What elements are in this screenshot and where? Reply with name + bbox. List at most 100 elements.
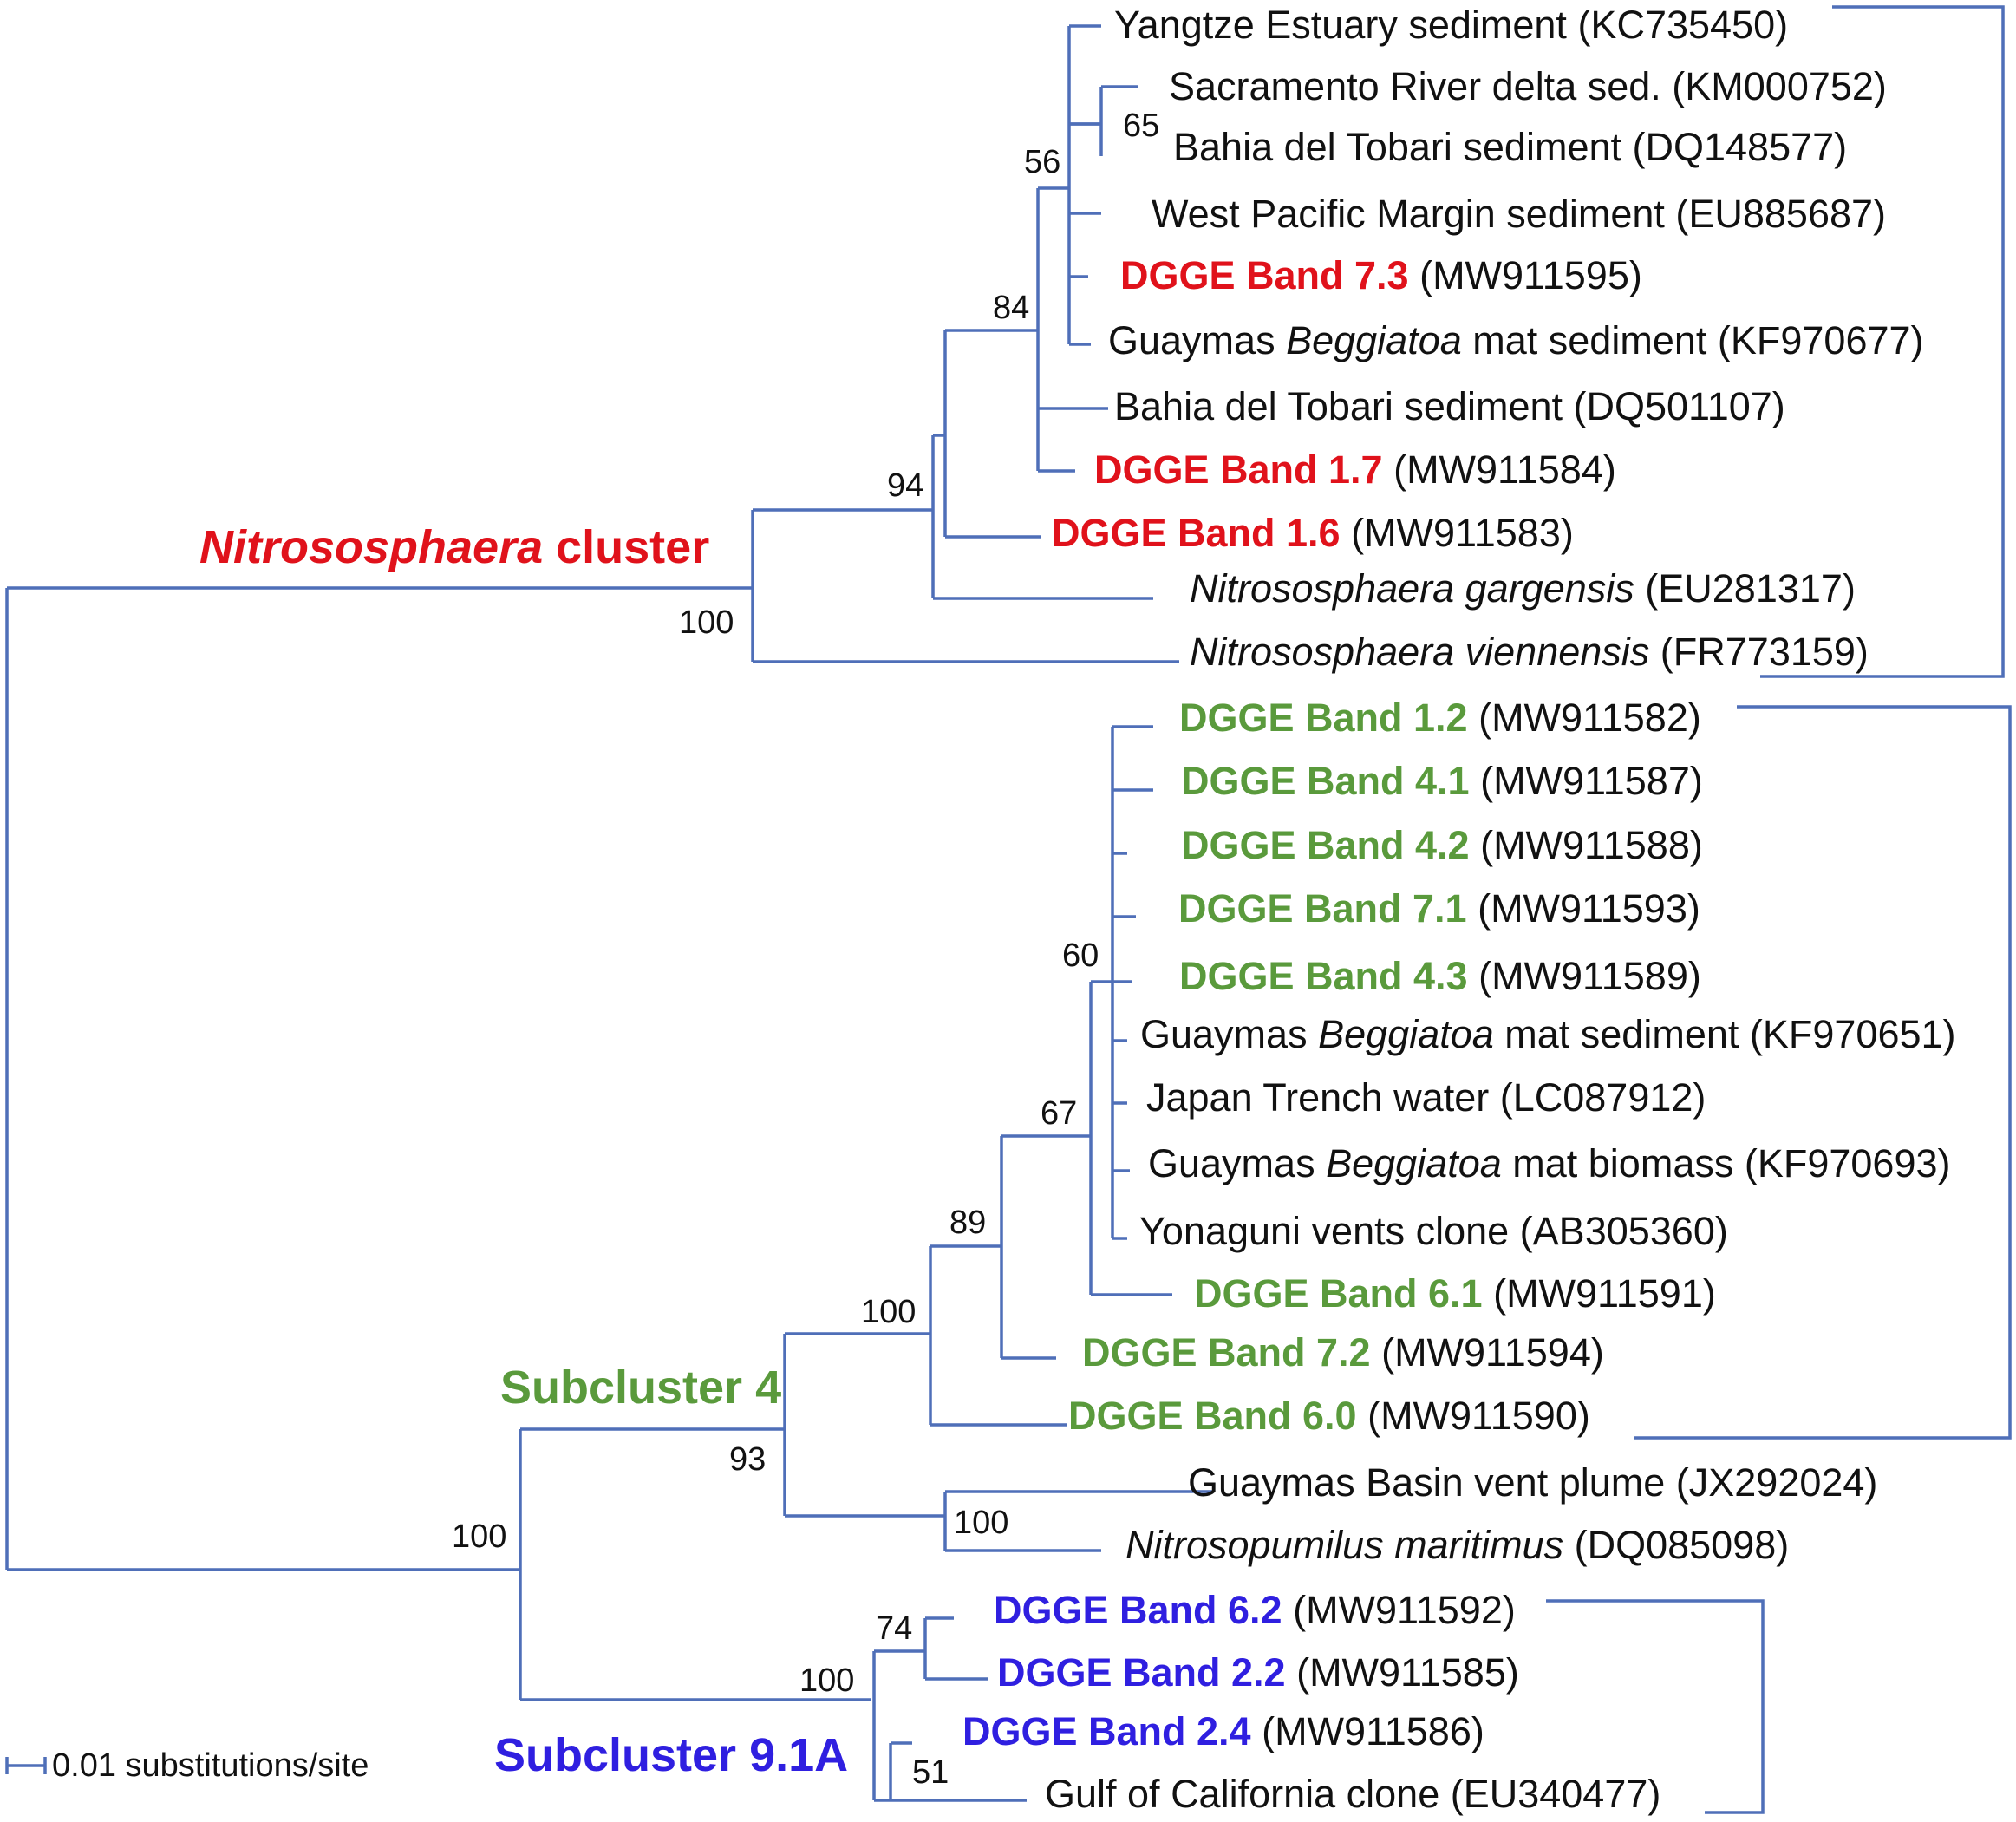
taxon-text: (MW911587) — [1470, 759, 1703, 803]
cluster-label-subcluster91a: Subcluster 9.1A — [494, 1729, 848, 1781]
taxon-text: Sacramento River delta sed. (KM000752) — [1169, 64, 1887, 108]
taxon-label: DGGE Band 7.1 (MW911593) — [1178, 886, 1700, 931]
branch-sub4-polytomy — [1111, 725, 1153, 1240]
tree-branches — [5, 24, 1212, 1802]
taxon-text: (MW911586) — [1251, 1709, 1484, 1753]
taxon-text: (FR773159) — [1649, 630, 1869, 674]
taxon-text: Yangtze Estuary sediment (KC735450) — [1114, 3, 1788, 47]
bootstrap-value: 100 — [679, 604, 734, 641]
taxon-label: DGGE Band 4.2 (MW911588) — [1181, 823, 1703, 867]
bootstrap-value: 51 — [912, 1754, 949, 1791]
branch-sub4-100 — [519, 1427, 871, 1701]
taxon-text: Beggiatoa — [1326, 1141, 1502, 1185]
bootstrap-values: 65 56 84 94 100 60 67 89 100 93 100 100 … — [452, 108, 1159, 1791]
cluster-label-subcluster4: Subcluster 4 — [500, 1362, 781, 1414]
taxon-label: Yonaguni vents clone (AB305360) — [1139, 1209, 1728, 1253]
taxon-label: Guaymas Basin vent plume (JX292024) — [1188, 1460, 1877, 1505]
taxon-text: (MW911595) — [1409, 253, 1642, 297]
taxon-text: Gulf of California clone (EU340477) — [1045, 1772, 1660, 1816]
bootstrap-value: 74 — [876, 1610, 912, 1647]
taxon-text: (MW911594) — [1371, 1330, 1604, 1375]
taxon-label: Bahia del Tobari sediment (DQ148577) — [1173, 125, 1847, 169]
taxon-text: Beggiatoa — [1286, 318, 1462, 362]
taxon-text: Bahia del Tobari sediment (DQ148577) — [1173, 125, 1847, 169]
taxon-text: mat sediment (KF970677) — [1462, 318, 1924, 362]
branch-s91a-51 — [889, 1741, 1027, 1802]
bootstrap-value: 67 — [1041, 1095, 1077, 1132]
band-name: DGGE Band 1.6 — [1052, 511, 1341, 555]
branch-sub4-93 — [783, 1332, 945, 1518]
taxon-text: (MW911593) — [1467, 886, 1700, 931]
branch-nitro-84 — [943, 329, 1108, 473]
taxon-text: Nitrososphaera viennensis — [1190, 630, 1649, 674]
band-name: DGGE Band 7.1 — [1178, 886, 1467, 931]
band-name: DGGE Band 7.3 — [1120, 253, 1409, 297]
taxon-text: Bahia del Tobari sediment (DQ501107) — [1114, 384, 1785, 428]
taxon-text: (MW911589) — [1468, 954, 1701, 998]
band-name: DGGE Band 4.1 — [1181, 759, 1470, 803]
taxon-text: Japan Trench water (LC087912) — [1146, 1075, 1706, 1120]
cluster-label-nitrososphaera: Nitrososphaera cluster — [199, 521, 709, 573]
band-name: DGGE Band 4.2 — [1181, 823, 1470, 867]
taxon-label: DGGE Band 4.3 (MW911589) — [1179, 954, 1701, 998]
bootstrap-value: 94 — [887, 467, 923, 504]
taxon-label: Guaymas Beggiatoa mat sediment (KF970677… — [1108, 318, 1924, 362]
scale-bar: 0.01 substitutions/site — [5, 1747, 369, 1784]
taxon-text: (MW911582) — [1468, 695, 1701, 740]
taxon-text: (MW911583) — [1341, 511, 1574, 555]
taxon-text: (DQ085098) — [1563, 1523, 1789, 1567]
taxon-text: (MW911590) — [1357, 1394, 1590, 1438]
bootstrap-value: 89 — [949, 1205, 986, 1241]
band-name: DGGE Band 1.2 — [1179, 695, 1468, 740]
taxon-text: West Pacific Margin sediment (EU885687) — [1152, 192, 1886, 236]
taxon-label: Nitrososphaera viennensis (FR773159) — [1190, 630, 1869, 674]
taxon-label: Japan Trench water (LC087912) — [1146, 1075, 1706, 1120]
taxon-text: (MW911585) — [1286, 1650, 1519, 1695]
taxon-label: Yangtze Estuary sediment (KC735450) — [1114, 3, 1788, 47]
scale-bar-label: 0.01 substitutions/site — [52, 1747, 369, 1784]
band-name: DGGE Band 1.7 — [1094, 447, 1383, 492]
taxon-label: DGGE Band 2.2 (MW911585) — [997, 1650, 1519, 1695]
taxon-text: (EU281317) — [1634, 566, 1856, 611]
taxon-text: Guaymas — [1148, 1141, 1326, 1185]
branch-sub4-89 — [929, 1244, 1067, 1427]
taxon-text: Guaymas — [1140, 1012, 1318, 1056]
taxon-label: DGGE Band 1.6 (MW911583) — [1052, 511, 1574, 555]
taxon-label: Bahia del Tobari sediment (DQ501107) — [1114, 384, 1785, 428]
taxon-label: Gulf of California clone (EU340477) — [1045, 1772, 1660, 1816]
taxon-label: DGGE Band 2.4 (MW911586) — [962, 1709, 1484, 1753]
taxon-text: (MW911584) — [1383, 447, 1616, 492]
band-name: DGGE Band 2.2 — [997, 1650, 1286, 1695]
bootstrap-value: 100 — [799, 1662, 854, 1699]
bootstrap-value: 100 — [452, 1518, 506, 1555]
cluster-brackets — [1546, 5, 2012, 1814]
band-name: DGGE Band 2.4 — [962, 1709, 1251, 1753]
branch-nitrosopumilus — [943, 1490, 1212, 1552]
scale-bar-line — [5, 1757, 47, 1774]
band-name: DGGE Band 6.0 — [1068, 1394, 1357, 1438]
taxon-label: West Pacific Margin sediment (EU885687) — [1152, 192, 1886, 236]
bracket-subcluster4 — [1634, 705, 2012, 1440]
taxon-text: mat sediment (KF970651) — [1494, 1012, 1956, 1056]
branch-nitro-56 — [1036, 24, 1101, 346]
bootstrap-value: 100 — [954, 1505, 1008, 1541]
branch-sub4-60 — [1089, 980, 1172, 1296]
taxon-text: Nitrososphaera gargensis — [1190, 566, 1634, 611]
taxon-label: Nitrosopumilus maritimus (DQ085098) — [1125, 1523, 1789, 1567]
branch-root — [5, 586, 753, 1571]
taxon-label: DGGE Band 6.2 (MW911592) — [994, 1588, 1516, 1632]
branch-s91a-100 — [872, 1649, 925, 1802]
taxon-text: Yonaguni vents clone (AB305360) — [1139, 1209, 1728, 1253]
branch-nitro-65 — [1069, 85, 1138, 156]
taxon-label: DGGE Band 6.0 (MW911590) — [1068, 1394, 1590, 1438]
branch-nitro-100 — [751, 508, 1179, 663]
taxon-label: DGGE Band 4.1 (MW911587) — [1181, 759, 1703, 803]
taxon-label: DGGE Band 1.2 (MW911582) — [1179, 695, 1701, 740]
band-name: DGGE Band 7.2 — [1082, 1330, 1371, 1375]
taxon-label: DGGE Band 6.1 (MW911591) — [1194, 1271, 1716, 1316]
taxon-text: Guaymas Basin vent plume (JX292024) — [1188, 1460, 1877, 1505]
bracket-nitrososphaera — [1760, 5, 2005, 678]
bootstrap-value: 60 — [1062, 937, 1099, 974]
taxon-text: Beggiatoa — [1318, 1012, 1494, 1056]
